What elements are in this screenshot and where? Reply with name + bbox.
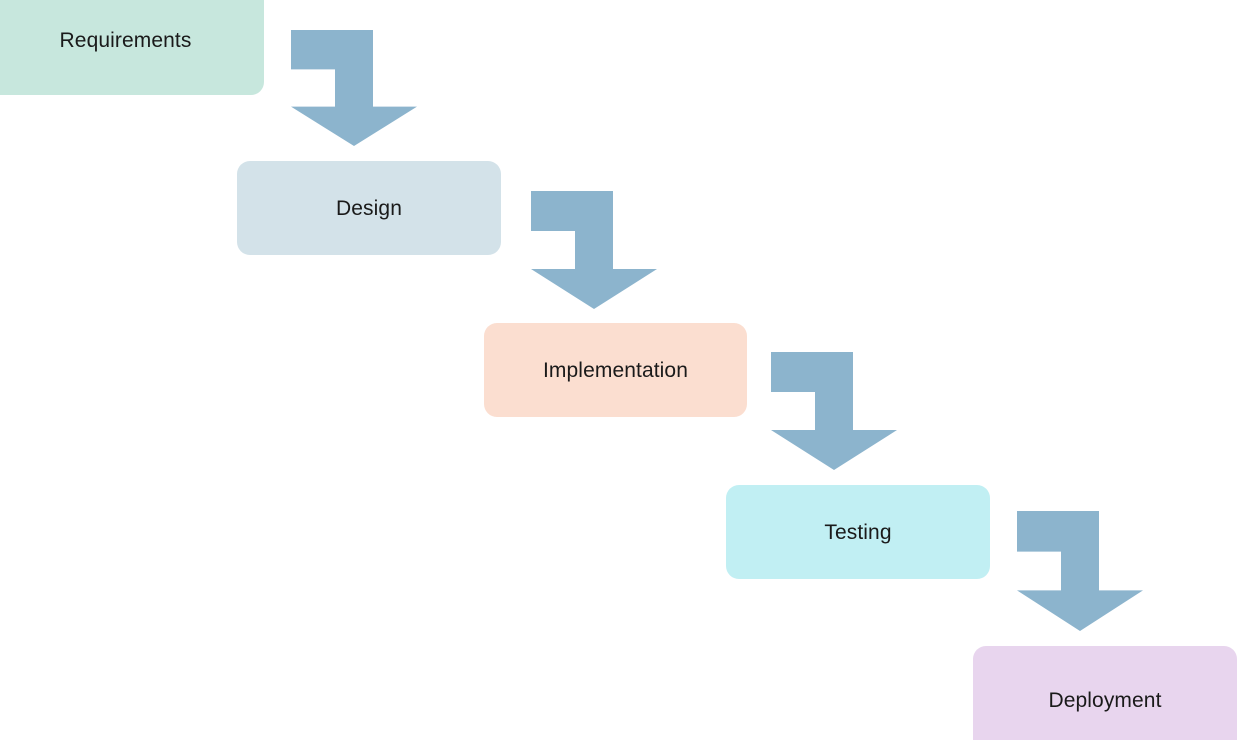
elbow-down-arrow-icon-design-to-implementation [531, 191, 657, 309]
elbow-down-arrow-icon-testing-to-deployment [1017, 511, 1143, 631]
phase-label-testing: Testing [824, 520, 892, 544]
phase-box-deployment[interactable]: Deployment [973, 646, 1237, 740]
phase-label-implementation: Implementation [543, 358, 688, 382]
phase-label-deployment: Deployment [1048, 688, 1162, 712]
phase-box-testing[interactable]: Testing [726, 485, 990, 579]
elbow-down-arrow-icon-implementation-to-testing [771, 352, 897, 470]
phase-box-design[interactable]: Design [237, 161, 501, 255]
phase-box-requirements[interactable]: Requirements [0, 0, 264, 95]
phase-box-implementation[interactable]: Implementation [484, 323, 747, 417]
elbow-down-arrow-icon-requirements-to-design [291, 30, 417, 146]
phase-label-requirements: Requirements [59, 29, 192, 52]
phase-label-design: Design [336, 196, 402, 220]
